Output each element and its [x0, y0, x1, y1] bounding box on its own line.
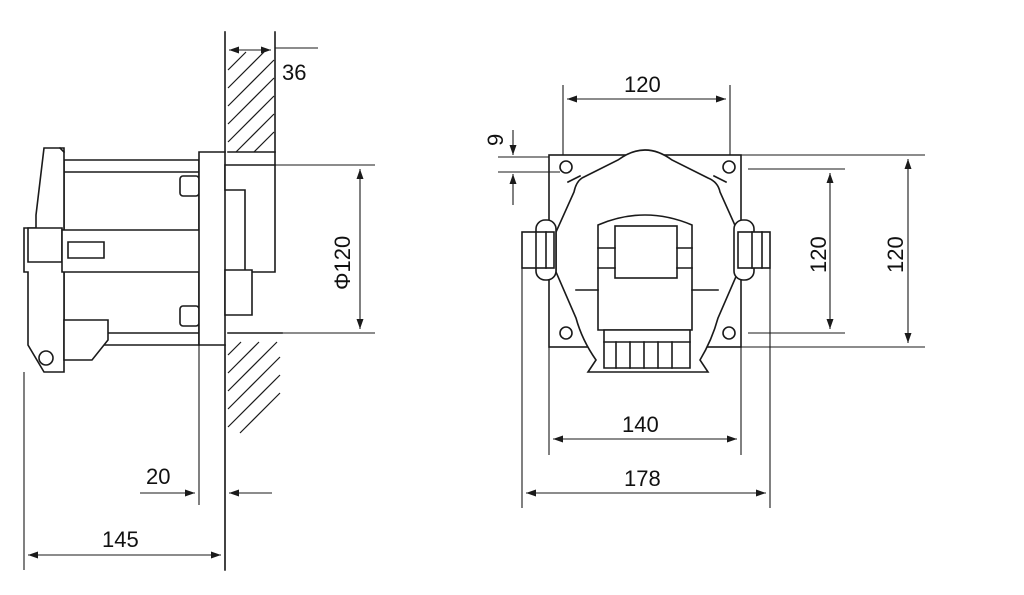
- dim-label-top-width: 120: [624, 72, 661, 97]
- mount-hole-tl: [559, 160, 573, 174]
- latch-right: [733, 219, 771, 281]
- dim-label-base-width: 140: [622, 412, 659, 437]
- wall-hatch-upper: [224, 31, 275, 153]
- front-view: 120 9 120 120 140 178: [483, 72, 925, 508]
- dim-label-total-width: 178: [624, 466, 661, 491]
- wall-hatch-lower: [224, 341, 281, 571]
- mount-hole-bl: [559, 326, 573, 340]
- device-body-front: [555, 149, 739, 373]
- dim-label-diameter: Φ120: [330, 236, 355, 290]
- dim-label-depth: 145: [102, 527, 139, 552]
- dim-label-flange: 20: [146, 464, 170, 489]
- side-view: 36 Φ120 20 145: [23, 31, 375, 571]
- mount-hole-tr: [722, 160, 736, 174]
- dim-label-inner-height: 120: [806, 236, 831, 273]
- mount-hole-br: [722, 326, 736, 340]
- device-body-side: [23, 146, 276, 373]
- latch-left: [521, 219, 557, 281]
- dim-label-wall: 36: [282, 60, 306, 85]
- dim-label-outer-height: 120: [883, 236, 908, 273]
- dim-label-small: 9: [483, 134, 508, 146]
- display-window: [614, 225, 678, 279]
- terminal-block: [603, 329, 691, 369]
